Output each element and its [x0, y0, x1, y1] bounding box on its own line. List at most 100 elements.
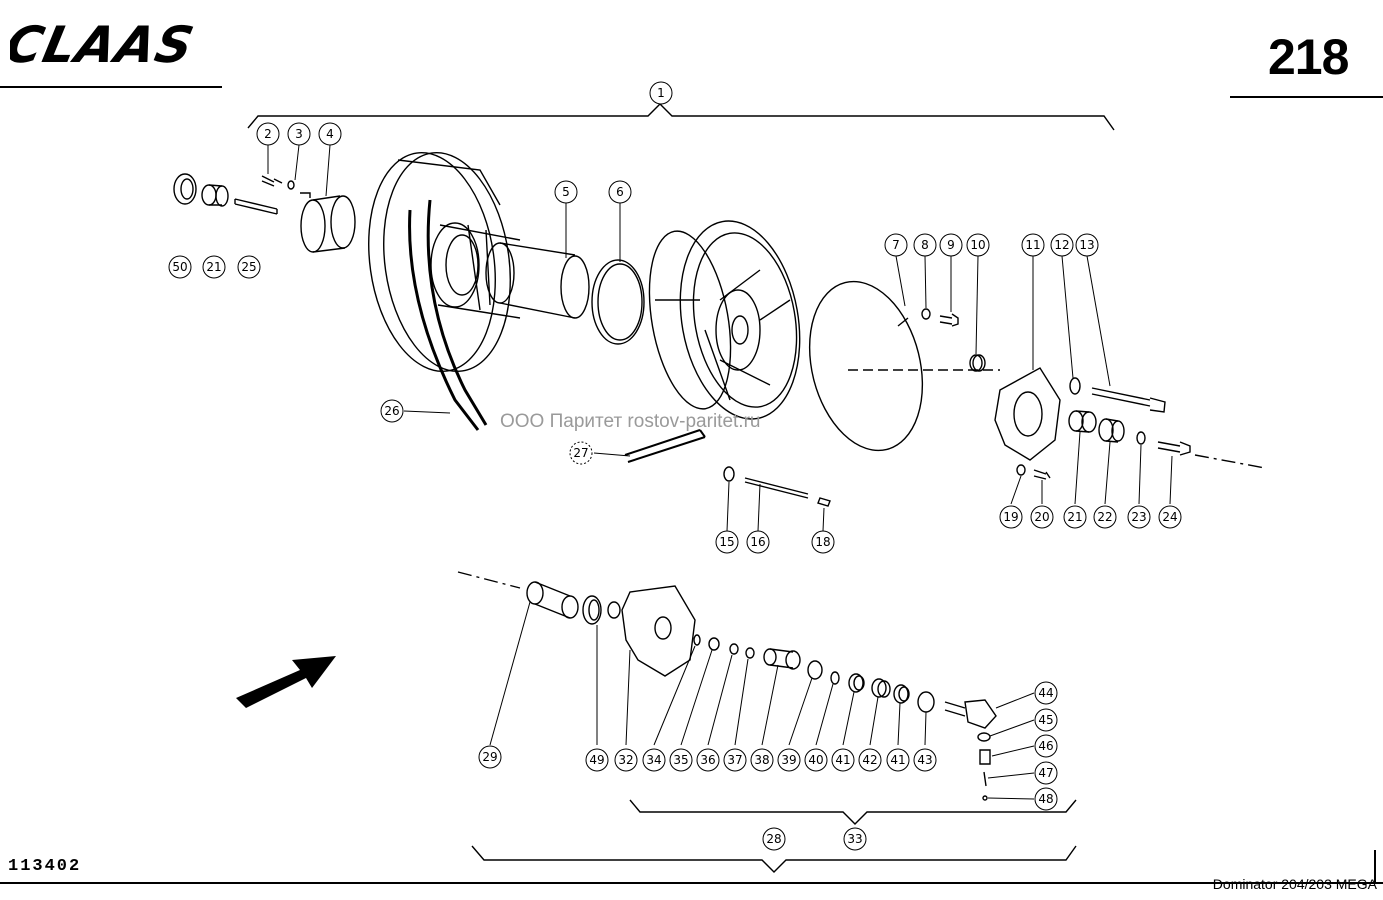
svg-text:8: 8: [921, 238, 929, 252]
part-11-flange: [994, 367, 1061, 461]
callout-4: 4: [318, 122, 342, 146]
part-12-washer: [1069, 377, 1081, 395]
part-25-pin: [234, 198, 278, 215]
header-rule-right: [1230, 96, 1383, 98]
leader-13: [1086, 255, 1111, 387]
svg-text:37: 37: [727, 753, 742, 767]
bracket-28: [471, 845, 1077, 873]
svg-text:48: 48: [1038, 792, 1053, 806]
footer-rule-right: [1374, 850, 1376, 883]
leader-7: [895, 255, 906, 307]
svg-text:44: 44: [1038, 686, 1053, 700]
svg-text:47: 47: [1038, 766, 1053, 780]
callout-45: 45: [1034, 708, 1058, 732]
part-39-ring: [807, 660, 823, 680]
svg-text:6: 6: [616, 185, 624, 199]
part-22-bushing: [1098, 418, 1125, 443]
part-34-ring: [693, 634, 701, 646]
callout-25: 25: [237, 255, 261, 279]
svg-text:25: 25: [241, 260, 256, 274]
callout-26: 26: [380, 399, 404, 423]
svg-text:13: 13: [1079, 238, 1094, 252]
svg-text:9: 9: [947, 238, 955, 252]
svg-text:23: 23: [1131, 510, 1146, 524]
svg-text:35: 35: [673, 753, 688, 767]
part-43-ring: [917, 691, 935, 713]
callout-10: 10: [966, 233, 990, 257]
svg-text:49: 49: [589, 753, 604, 767]
callout-24: 24: [1158, 505, 1182, 529]
callout-37: 37: [723, 748, 747, 772]
callout-47: 47: [1034, 761, 1058, 785]
svg-text:1: 1: [657, 86, 665, 100]
part-5-sleeve: [485, 242, 590, 319]
leader-34: [653, 645, 696, 746]
svg-text:40: 40: [808, 753, 823, 767]
callout-38: 38: [750, 748, 774, 772]
callout-39: 39: [777, 748, 801, 772]
leader-43: [924, 711, 927, 746]
callout-27: 27: [569, 441, 593, 465]
part-23-washer: [1136, 431, 1146, 445]
callout-18: 18: [811, 530, 835, 554]
leader-37: [734, 658, 749, 746]
svg-text:26: 26: [384, 404, 399, 418]
callout-49: 49: [585, 748, 609, 772]
callout-28: 28: [762, 827, 786, 851]
svg-text:45: 45: [1038, 713, 1053, 727]
svg-text:33: 33: [847, 832, 862, 846]
part-46-nipple: [979, 749, 991, 765]
callout-2: 2: [256, 122, 280, 146]
svg-text:12: 12: [1054, 238, 1069, 252]
svg-text:32: 32: [618, 753, 633, 767]
axis-line-lower: [457, 571, 521, 589]
part-21-bushing-left: [201, 184, 229, 207]
leader-19: [1010, 475, 1022, 505]
leader-47: [987, 772, 1035, 779]
callout-35: 35: [669, 748, 693, 772]
callout-44: 44: [1034, 681, 1058, 705]
svg-text:10: 10: [970, 238, 985, 252]
svg-text:21: 21: [206, 260, 221, 274]
callout-6: 6: [608, 180, 632, 204]
svg-text:21: 21: [1067, 510, 1082, 524]
part-26-belt: [408, 199, 488, 431]
callout-36: 36: [696, 748, 720, 772]
callout-13: 13: [1075, 233, 1099, 257]
callout-11: 11: [1021, 233, 1045, 257]
part-10-nut: [969, 354, 986, 372]
part-38-fitting: [763, 648, 801, 670]
footer-rule: [0, 882, 1383, 884]
part-16-pin: [744, 477, 809, 499]
bracket-33: [629, 799, 1077, 825]
part-13-bolt: [1091, 387, 1166, 413]
svg-text:41: 41: [835, 753, 850, 767]
part-variable-pulley: [648, 220, 801, 420]
axis-line-upper: [1194, 454, 1266, 469]
svg-text:41: 41: [890, 753, 905, 767]
part-49-seal: [582, 595, 602, 625]
bracket-1: [247, 103, 1115, 131]
svg-text:18: 18: [815, 535, 830, 549]
part-27-shaft: [624, 429, 706, 463]
callout-46: 46: [1034, 734, 1058, 758]
part-20-bolt: [1033, 469, 1051, 480]
callout-50: 50: [168, 255, 192, 279]
svg-text:43: 43: [917, 753, 932, 767]
leader-16: [757, 483, 761, 532]
callout-1: 1: [649, 81, 673, 105]
part-6-oring: [591, 259, 645, 345]
leader-24: [1169, 455, 1173, 505]
part-19-washer: [1016, 464, 1026, 476]
callout-43: 43: [913, 748, 937, 772]
leader-44: [995, 692, 1035, 709]
svg-text:22: 22: [1097, 510, 1112, 524]
leader-41b: [897, 702, 901, 746]
part-8-washer: [921, 308, 931, 320]
part-2-bolt: [261, 175, 283, 187]
leader-8: [924, 255, 927, 309]
callout-34: 34: [642, 748, 666, 772]
leader-27: [593, 452, 631, 457]
part-40-ring: [830, 671, 840, 685]
